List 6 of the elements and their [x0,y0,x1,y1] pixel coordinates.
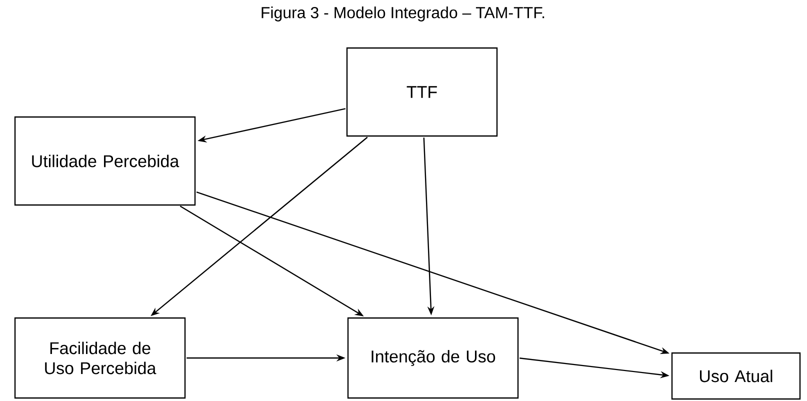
process-box: Facilidade de Uso Percebida [14,317,186,399]
figure-title: Figura 3 - Modelo Integrado – TAM-TTF. [262,6,544,22]
process-box: Uso Atual [671,352,801,400]
process-box: Utilidade Percebida [14,116,196,206]
process-box: TTF [346,47,498,137]
process-box: Intenção de Uso [347,317,519,399]
